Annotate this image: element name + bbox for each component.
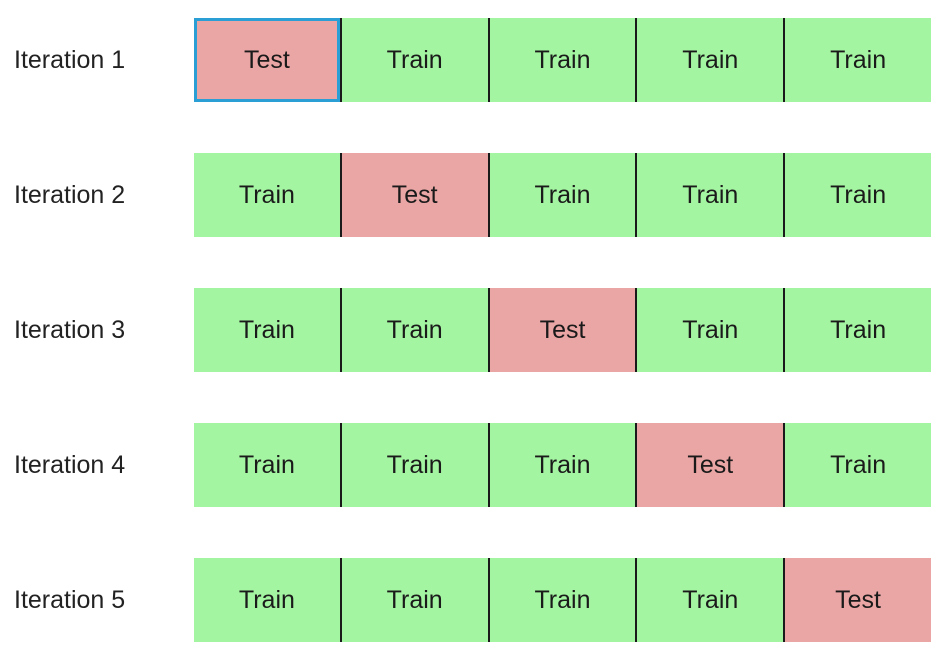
fold-train[interactable]: Train (339, 558, 488, 642)
fold-train[interactable]: Train (339, 18, 488, 102)
fold-train[interactable]: Train (194, 153, 340, 237)
fold-strip: Train Train Test Train Train (194, 288, 931, 372)
iteration-label: Iteration 1 (14, 46, 126, 74)
fold-test[interactable]: Test (194, 18, 340, 102)
fold-train[interactable]: Train (783, 288, 931, 372)
iteration-row-2: Iteration 2 Train Test Train Train Train (0, 153, 946, 237)
fold-strip: Train Train Train Test Train (194, 423, 931, 507)
fold-test[interactable]: Test (487, 288, 636, 372)
fold-train[interactable]: Train (635, 18, 784, 102)
fold-train[interactable]: Train (487, 558, 636, 642)
fold-strip: Test Train Train Train Train (194, 18, 931, 102)
fold-train[interactable]: Train (783, 18, 931, 102)
iteration-row-1: Iteration 1 Test Train Train Train Train (0, 18, 946, 102)
fold-train[interactable]: Train (194, 288, 340, 372)
iteration-row-5: Iteration 5 Train Train Train Train Test (0, 558, 946, 642)
fold-train[interactable]: Train (339, 288, 488, 372)
fold-train[interactable]: Train (487, 423, 636, 507)
fold-train[interactable]: Train (635, 288, 784, 372)
fold-train[interactable]: Train (635, 558, 784, 642)
fold-train[interactable]: Train (487, 153, 636, 237)
fold-train[interactable]: Train (783, 423, 931, 507)
fold-train[interactable]: Train (194, 558, 340, 642)
fold-test[interactable]: Test (783, 558, 931, 642)
iteration-row-3: Iteration 3 Train Train Test Train Train (0, 288, 946, 372)
iteration-label: Iteration 3 (14, 316, 126, 344)
fold-test[interactable]: Test (635, 423, 784, 507)
fold-test[interactable]: Test (339, 153, 488, 237)
fold-train[interactable]: Train (783, 153, 931, 237)
fold-train[interactable]: Train (635, 153, 784, 237)
iteration-label: Iteration 2 (14, 181, 126, 209)
fold-train[interactable]: Train (339, 423, 488, 507)
iteration-label: Iteration 5 (14, 586, 126, 614)
fold-train[interactable]: Train (487, 18, 636, 102)
fold-train[interactable]: Train (194, 423, 340, 507)
iteration-label: Iteration 4 (14, 451, 126, 479)
fold-strip: Train Train Train Train Test (194, 558, 931, 642)
fold-strip: Train Test Train Train Train (194, 153, 931, 237)
iteration-row-4: Iteration 4 Train Train Train Test Train (0, 423, 946, 507)
